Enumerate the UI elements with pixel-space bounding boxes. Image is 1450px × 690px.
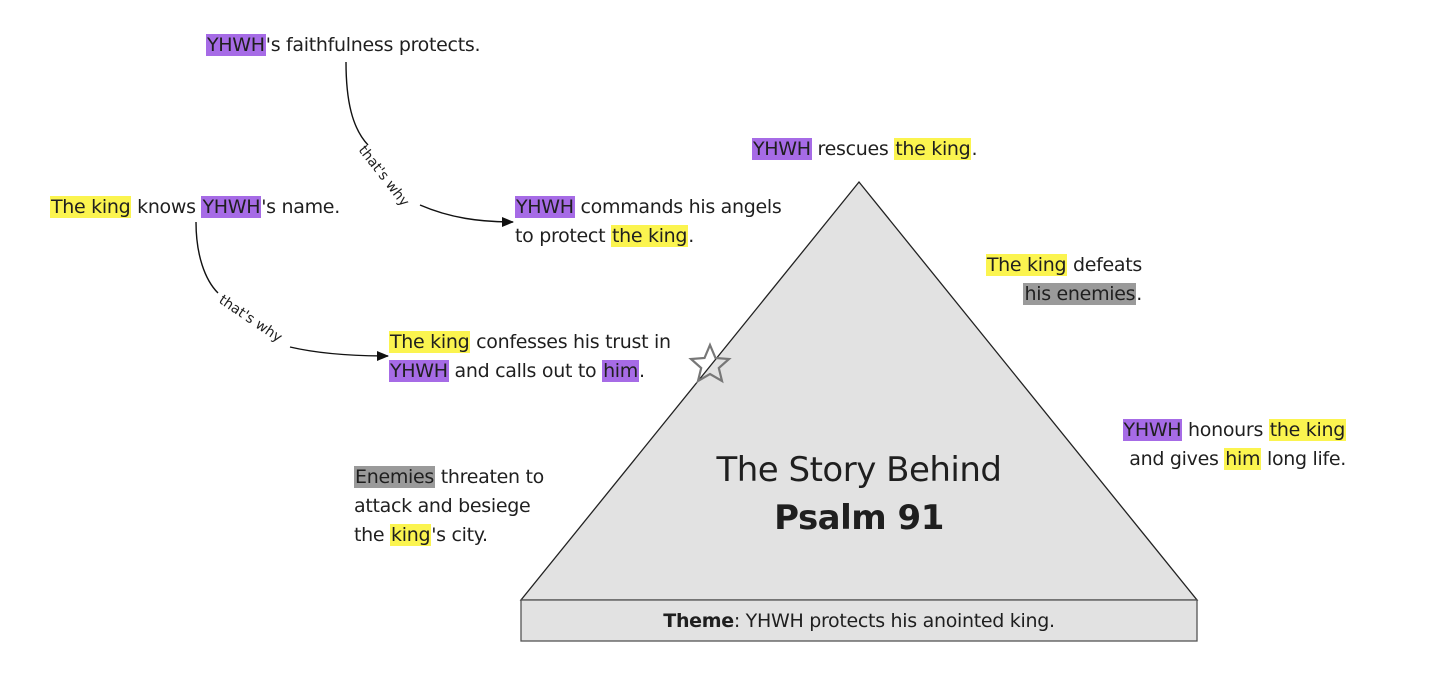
- note-text: rescues: [811, 138, 895, 160]
- highlight-enemies: his enemies: [1023, 283, 1137, 305]
- note-text: threaten to: [435, 466, 545, 488]
- note-knows-name: The king knows YHWH's name.: [50, 193, 340, 222]
- highlight-king: him: [1224, 448, 1262, 470]
- note-text: honours: [1182, 419, 1269, 441]
- note-text: and gives: [1129, 448, 1225, 470]
- note-text: attack and besiege: [354, 495, 531, 517]
- connector-faithfulness-to-angels: that's why: [345, 61, 514, 227]
- note-text: .: [639, 360, 645, 382]
- highlight-king: The king: [50, 196, 132, 218]
- note-text: and calls out to: [448, 360, 603, 382]
- highlight-king: the king: [1268, 419, 1346, 441]
- highlight-yhwh: YHWH: [752, 138, 812, 160]
- highlight-yhwh: YHWH: [1122, 419, 1183, 441]
- note-line: YHWH honours the king: [1122, 416, 1346, 445]
- note-line: YHWH commands his angels: [515, 193, 782, 222]
- note-text: 's name.: [261, 196, 340, 218]
- note-line: the king's city.: [354, 521, 544, 550]
- theme-statement: Theme: YHWH protects his anointed king.: [521, 601, 1197, 641]
- note-line: attack and besiege: [354, 492, 544, 521]
- highlight-king: king: [390, 524, 432, 546]
- note-text: long life.: [1261, 448, 1346, 470]
- connector-label: that's why: [355, 143, 412, 210]
- highlight-yhwh: YHWH: [515, 196, 575, 218]
- star-icon: [688, 342, 732, 384]
- note-text: .: [1136, 283, 1142, 305]
- theme-box: [520, 599, 1198, 642]
- note-text: confesses his trust in: [470, 331, 671, 353]
- note-line: his enemies.: [986, 280, 1142, 309]
- theme-label: Theme: [663, 610, 734, 632]
- note-line: The king defeats: [985, 251, 1142, 280]
- highlight-king: The king: [985, 254, 1068, 276]
- note-line: The king confesses his trust in: [389, 328, 671, 357]
- note-text: defeats: [1067, 254, 1142, 276]
- highlight-king: the king: [610, 225, 689, 247]
- highlight-yhwh: him: [602, 360, 639, 382]
- highlight-enemies: Enemies: [354, 466, 436, 488]
- note-enemies: Enemies threaten to attack and besiege the…: [354, 463, 544, 550]
- note-line: and gives him long life.: [1123, 445, 1346, 474]
- connector-label: that's why: [216, 292, 285, 346]
- note-text: to protect: [515, 225, 611, 247]
- connector-knows-name-to-confesses: that's why: [195, 221, 389, 361]
- highlight-yhwh: YHWH: [389, 360, 449, 382]
- note-text: .: [688, 225, 694, 247]
- highlight-yhwh: YHWH: [206, 34, 266, 56]
- note-text: commands his angels: [574, 196, 782, 218]
- note-rescues: YHWH rescues the king.: [752, 135, 977, 164]
- note-text: .: [971, 138, 978, 160]
- title-line-1: The Story Behind: [716, 450, 1002, 490]
- note-text: 's city.: [431, 524, 488, 546]
- highlight-king: the king: [894, 138, 972, 160]
- highlight-king: The king: [389, 331, 471, 353]
- title-line-2: Psalm 91: [774, 498, 944, 538]
- note-line: YHWH and calls out to him.: [389, 357, 671, 386]
- note-text: knows: [131, 196, 202, 218]
- note-faithfulness: YHWH's faithfulness protects.: [206, 31, 480, 60]
- highlight-yhwh: YHWH: [201, 196, 262, 218]
- theme-text: : YHWH protects his anointed king.: [733, 610, 1055, 632]
- note-text: 's faithfulness protects.: [265, 34, 481, 56]
- note-line: to protect the king.: [515, 222, 781, 251]
- note-text: the: [354, 524, 391, 546]
- note-line: Enemies threaten to: [354, 463, 544, 492]
